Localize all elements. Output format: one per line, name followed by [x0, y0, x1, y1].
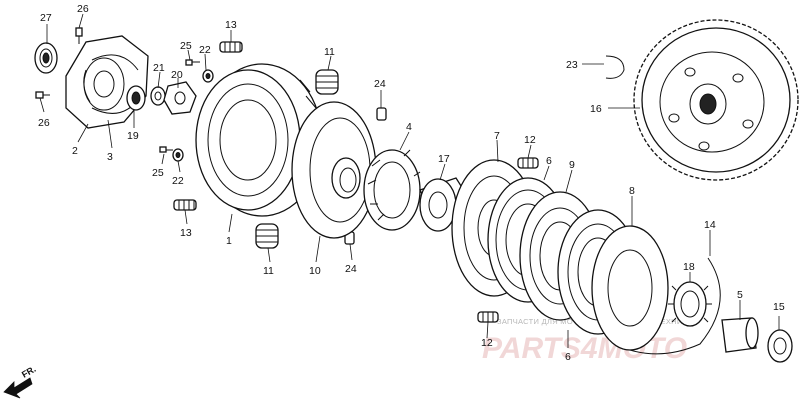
part-21-washer: [150, 86, 166, 106]
part-15-washer: [767, 329, 793, 363]
callout-15: 15: [773, 301, 785, 313]
callout-13-top: 13: [225, 19, 237, 31]
callout-20: 20: [171, 69, 183, 81]
part-18-gear: [668, 281, 712, 327]
callout-13-bottom: 13: [180, 227, 192, 239]
callout-6-top: 6: [546, 155, 552, 167]
part-4-sprag-clutch: [363, 149, 421, 231]
callout-11-bottom: 11: [263, 265, 274, 277]
callout-16: 16: [590, 103, 602, 115]
callout-26-bottom: 26: [38, 117, 50, 129]
callout-27: 27: [40, 12, 52, 24]
callout-6-bottom: 6: [565, 351, 571, 363]
callout-18: 18: [683, 261, 695, 273]
part-25-bolt-bottom: [159, 146, 173, 153]
callout-19: 19: [127, 130, 139, 142]
callout-12-top: 12: [524, 134, 536, 146]
part-5-sleeve: [721, 317, 759, 353]
part-13-spring-bottom: [173, 199, 197, 211]
part-12-spring-bottom: [477, 311, 499, 323]
part-26-bolt-top: [75, 27, 83, 44]
part-2-drive-plate: [65, 35, 149, 129]
callout-25-bottom: 25: [152, 167, 164, 179]
part-8-end-plate: [591, 225, 669, 351]
callout-7: 7: [494, 130, 500, 142]
part-12-spring-top: [517, 157, 539, 169]
part-26-bolt-bottom: [35, 91, 50, 99]
arrow-icon: [3, 377, 33, 399]
callout-4: 4: [406, 121, 412, 133]
part-11-spring-top: [315, 69, 339, 95]
part-23-snap-ring: [605, 55, 625, 79]
watermark-logo: PARTS4MOTO: [482, 332, 687, 365]
callout-14: 14: [704, 219, 716, 231]
part-10-pressure-plate: [291, 101, 377, 239]
callout-24-bottom: 24: [345, 263, 357, 275]
callout-10: 10: [309, 265, 321, 277]
callout-labels: 27 26 26 13 25 22 21 20 11 24 23 16 2 3 …: [38, 3, 785, 363]
part-19-hub: [126, 85, 146, 111]
callout-8: 8: [629, 185, 635, 197]
part-20-cam: [163, 81, 197, 115]
callout-25-top: 25: [180, 40, 192, 52]
part-22-washer-top: [202, 69, 214, 83]
front-label: FR.: [20, 364, 38, 380]
callout-2: 2: [72, 145, 78, 157]
front-direction-marker: FR.: [3, 364, 38, 399]
callout-3: 3: [107, 151, 113, 163]
callout-21: 21: [153, 62, 165, 74]
callout-23: 23: [566, 59, 578, 71]
part-24-pin-top: [376, 107, 387, 121]
part-14-circlip: [629, 257, 721, 355]
callout-9: 9: [569, 159, 575, 171]
part-22-washer-bottom: [172, 148, 184, 162]
part-13-spring-top: [219, 41, 243, 53]
callout-11-top: 11: [324, 46, 335, 58]
leader-lines: [39, 13, 780, 348]
callout-24-top: 24: [374, 78, 386, 90]
part-27-bearing: [34, 42, 58, 74]
part-25-bolt-top: [185, 59, 200, 66]
callout-5: 5: [737, 289, 743, 301]
part-16-driven-gear: [633, 19, 799, 181]
callout-22-bottom: 22: [172, 175, 184, 187]
callout-26-top: 26: [77, 3, 89, 15]
part-17-hub: [419, 177, 471, 232]
callout-17: 17: [438, 153, 450, 165]
callout-12-bottom: 12: [481, 337, 493, 349]
callout-22-top: 22: [199, 44, 211, 56]
callout-1: 1: [226, 235, 232, 247]
part-11-spring-bottom: [255, 223, 279, 249]
